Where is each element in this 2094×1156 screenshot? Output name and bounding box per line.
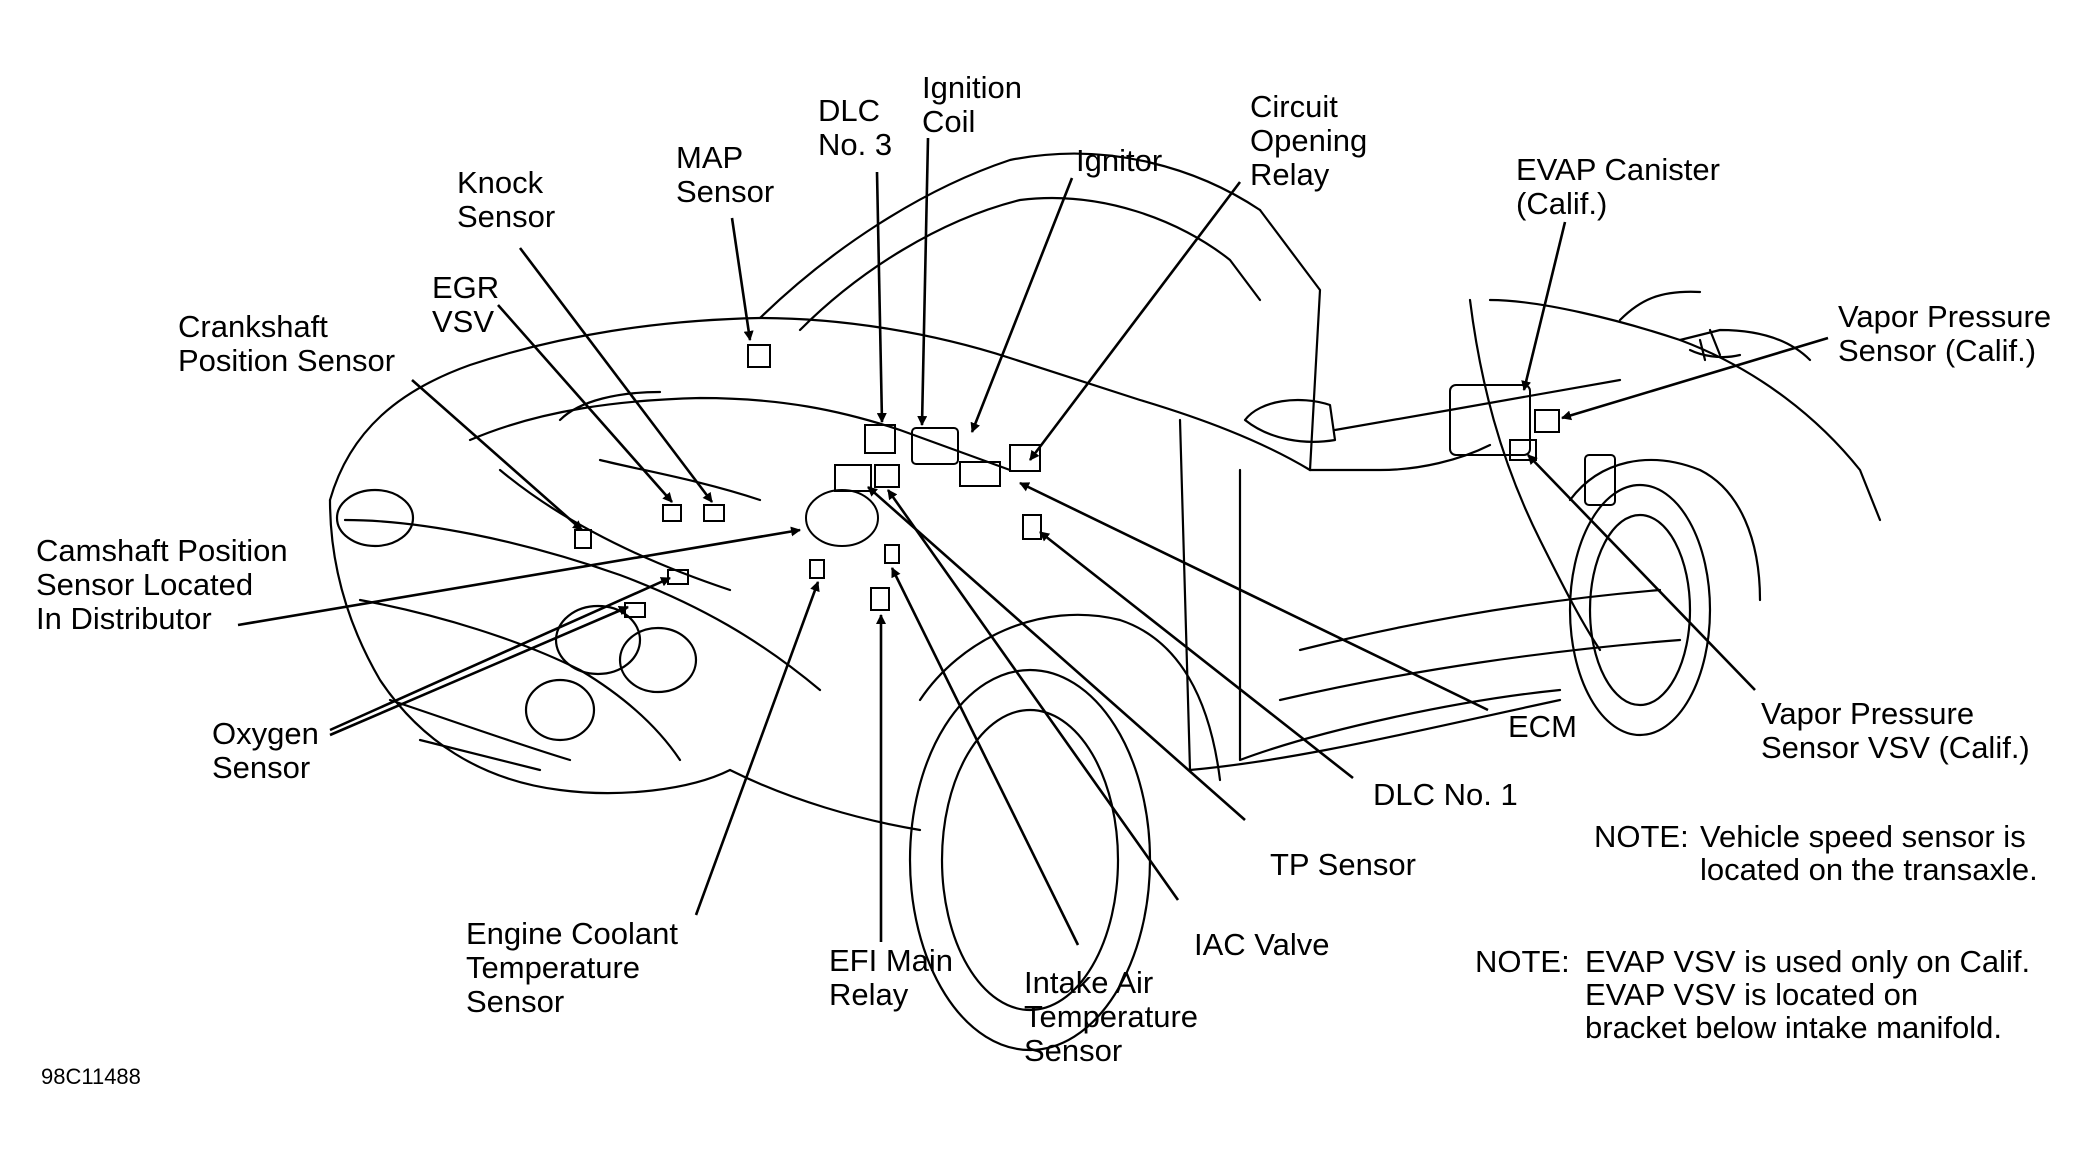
label-ignitor: Ignitor: [1076, 143, 1163, 178]
iac-valve-body: [874, 464, 900, 488]
intake-air-sensor-body: [884, 544, 900, 564]
label-engine-coolant-temperature-sensor: Engine Coolant Temperature Sensor: [466, 916, 678, 1019]
label-efi-main-relay: EFI Main Relay: [829, 943, 954, 1012]
label-dlc-no-1: DLC No. 1: [1373, 777, 1518, 812]
label-vapor-pressure-sensor: Vapor Pressure Sensor (Calif.): [1838, 299, 2052, 368]
label-egr-vsv: EGR VSV: [432, 270, 500, 339]
ignitor-body: [1009, 444, 1041, 472]
map-sensor-body: [747, 344, 771, 368]
label-camshaft-position-sensor: Camshaft Position Sensor Located In Dist…: [36, 533, 288, 636]
note-vehicle-speed-sensor: NOTE: Vehicle speed sensor is located on…: [1594, 819, 2038, 887]
label-circuit-opening-relay: Circuit Opening Relay: [1250, 89, 1368, 192]
efi-main-relay-body: [870, 587, 890, 611]
crankshaft-sensor-body: [574, 529, 592, 549]
figure-id: 98C11488: [41, 1064, 141, 1089]
label-vapor-pressure-sensor-vsv: Vapor Pressure Sensor VSV (Calif.): [1761, 696, 2030, 765]
label-ignition-coil: Ignition Coil: [922, 70, 1022, 139]
knock-sensor-body: [703, 504, 725, 522]
label-map-sensor: MAP Sensor: [676, 140, 775, 209]
egr-vsv-body: [662, 504, 682, 522]
label-tp-sensor: TP Sensor: [1270, 847, 1416, 882]
note-evap-vsv: NOTE: EVAP VSV is used only on Calif. EV…: [1475, 944, 2031, 1045]
dlc1-connector: [1022, 514, 1042, 540]
evap-vsv-body: [1584, 454, 1616, 506]
vapor-pressure-vsv-body: [1509, 439, 1537, 461]
components: [574, 344, 1616, 618]
coolant-sensor-body: [809, 559, 825, 579]
label-crankshaft-position-sensor: Crankshaft Position Sensor: [178, 309, 396, 378]
vapor-pressure-sensor-body: [1534, 409, 1560, 433]
evap-canister-body: [1449, 384, 1531, 456]
distributor-body: [805, 489, 879, 547]
dlc3-connector: [864, 424, 896, 454]
label-intake-air-temperature-sensor: Intake Air Temperature Sensor: [1024, 965, 1199, 1068]
label-dlc-no-3: DLC No. 3: [818, 93, 893, 162]
leader-arrows: [237, 137, 1829, 946]
label-ecm: ECM: [1508, 709, 1577, 744]
label-evap-canister: EVAP Canister (Calif.): [1516, 152, 1720, 221]
tp-sensor-body: [834, 464, 872, 492]
circuit-opening-relay-body: [959, 461, 1001, 487]
label-knock-sensor: Knock Sensor: [457, 165, 556, 234]
label-iac-valve: IAC Valve: [1194, 927, 1330, 962]
oxygen-sensor-body-1: [667, 569, 689, 585]
ignition-coil-body: [911, 427, 959, 465]
label-oxygen-sensor: Oxygen Sensor: [212, 716, 319, 785]
